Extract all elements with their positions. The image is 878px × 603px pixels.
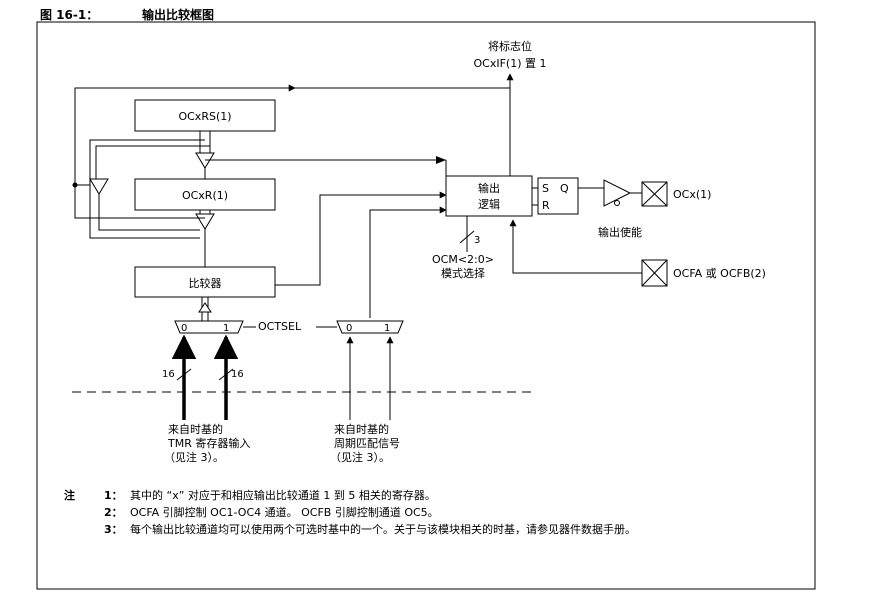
sr-r-label: R [542, 199, 550, 212]
note-3: 3： 每个输出比较通道均可以使用两个可选时基中的一个。关于与该模块相关的时基，请… [64, 521, 636, 538]
bus-slash [218, 368, 234, 381]
sr-s-label: S [542, 182, 549, 195]
period-source-3: （见注 3）。 [330, 450, 390, 464]
period-mux [336, 320, 404, 334]
mode-select-label: 模式选择 [441, 266, 485, 280]
wire [95, 145, 210, 179]
figure-frame [36, 21, 816, 590]
sr-q-label: Q [560, 182, 569, 195]
tmr-bus-width-0: 16 [162, 369, 175, 380]
figure-number: 图 16-1： [40, 8, 99, 22]
pin-cross [641, 259, 668, 287]
enable-bubble [614, 200, 620, 206]
ocm-bus-width: 3 [474, 235, 480, 246]
flag-label-1: 将标志位 [488, 39, 532, 53]
output-buffer [603, 179, 632, 207]
tmr-mux-1: 1 [223, 323, 229, 334]
wire [205, 160, 446, 175]
note-1-number: 1： [104, 489, 123, 502]
ocxrs-register [134, 99, 276, 132]
sr-latch [537, 177, 579, 215]
buffer-left-loop [89, 178, 109, 195]
output-logic-block [445, 175, 533, 217]
tmr-source-3: （见注 3）。 [164, 450, 224, 464]
note-2-number: 2： [104, 506, 123, 519]
note-3-number: 3： [104, 523, 123, 536]
wire [89, 139, 205, 239]
note-1: 注 1： 其中的 “x” 对应于和相应输出比较通道 1 到 5 相关的寄存器。 [64, 487, 636, 504]
comparator-label: 比较器 [189, 276, 222, 290]
notes-heading: 注 [64, 489, 75, 502]
fault-wire [509, 219, 642, 274]
period-mux-1: 1 [384, 323, 390, 334]
ocm-label: OCM<2:0> [432, 253, 494, 266]
note-2-text: OCFA 引脚控制 OC1-OC4 通道。 OCFB 引脚控制通道 OC5。 [130, 506, 439, 519]
note-2: 2： OCFA 引脚控制 OC1-OC4 通道。 OCFB 引脚控制通道 OC5… [64, 504, 636, 521]
bus-slash [176, 368, 192, 381]
period-source-1: 来自时基的 [334, 422, 389, 436]
ocxr-register [134, 178, 276, 211]
figure-title: 输出比较框图 [142, 8, 215, 22]
ocxrs-label: OCxRS(1) [178, 110, 231, 123]
flag-label-2: OCxIF(1) 置 1 [474, 57, 547, 70]
tmr-source-2: TMR 寄存器输入 [167, 436, 250, 450]
tmr-mux [174, 320, 244, 334]
pin-cross [641, 181, 668, 207]
fault-pin-label: OCFA 或 OCFB(2) [673, 267, 766, 280]
arrow-to-logic [436, 156, 446, 164]
bus-slash [459, 230, 475, 244]
arrow-to-comparator [198, 302, 212, 313]
notes-section: 注 1： 其中的 “x” 对应于和相应输出比较通道 1 到 5 相关的寄存器。 … [64, 487, 636, 538]
note-3-text: 每个输出比较通道均可以使用两个可选时基中的一个。关于与该模块相关的时基，请参见器… [130, 523, 636, 536]
output-logic-label-2: 逻辑 [478, 197, 500, 211]
octsel-label: OCTSEL [258, 320, 302, 333]
comparator-block [134, 266, 276, 298]
period-mux-0: 0 [346, 323, 352, 334]
note-1-text: 其中的 “x” 对应于和相应输出比较通道 1 到 5 相关的寄存器。 [130, 489, 436, 502]
ocxr-label: OCxR(1) [182, 189, 228, 202]
ocx-pin-label: OCx(1) [673, 188, 711, 201]
period-source-2: 周期匹配信号 [334, 437, 400, 450]
tmr-mux-0: 0 [181, 323, 187, 334]
tmr-source-1: 来自时基的 [168, 422, 223, 436]
tmr-bus-width-1: 16 [231, 369, 244, 380]
wire [98, 194, 200, 231]
output-logic-label-1: 输出 [478, 181, 500, 195]
output-enable-label: 输出使能 [598, 225, 642, 239]
buffer-ocxr-to-comparator [195, 213, 215, 230]
wire [369, 206, 447, 318]
wire [275, 191, 447, 286]
